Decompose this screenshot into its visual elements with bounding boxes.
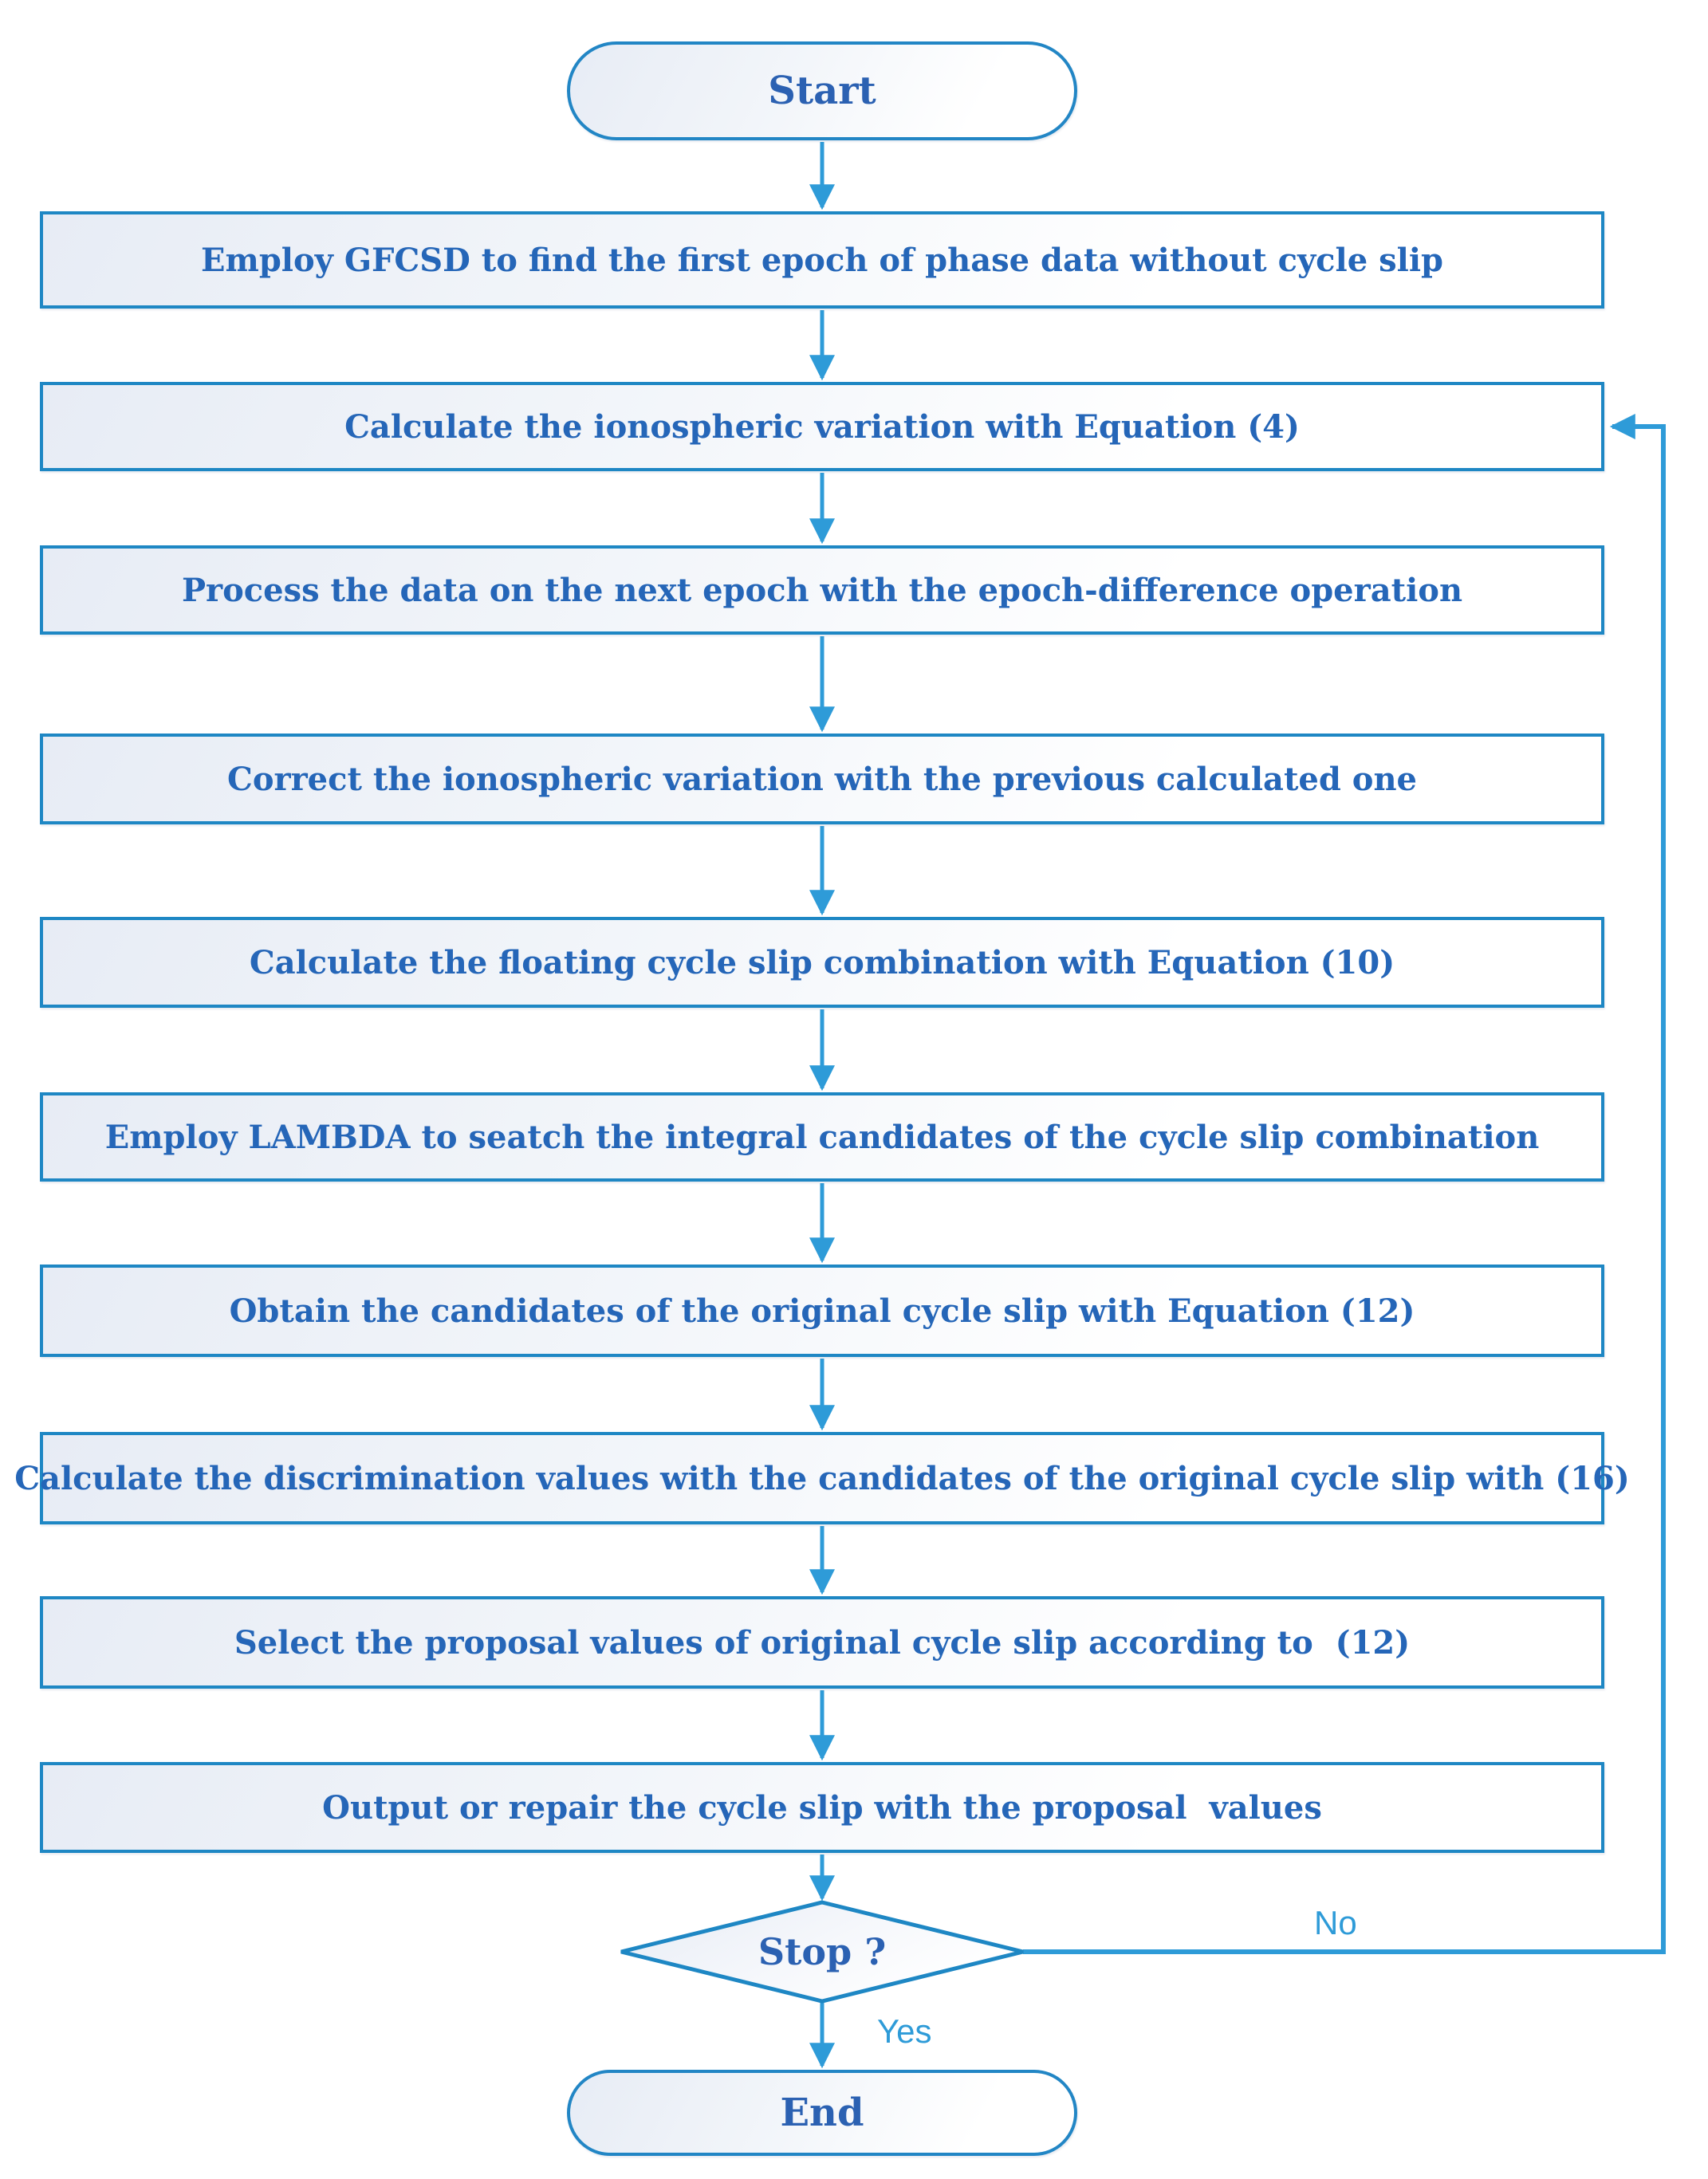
process-step-4: Correct the ionospheric variation with t…: [40, 734, 1604, 824]
branch-label-yes: Yes: [877, 2012, 932, 2050]
decision-label: Stop ?: [758, 1930, 887, 1973]
arrow-decision-no-loop-to-step2: [1023, 414, 1666, 1954]
process-step-5: Calculate the floating cycle slip combin…: [40, 917, 1604, 1008]
process-step-10: Output or repair the cycle slip with the…: [40, 1762, 1604, 1853]
process-step-7: Obtain the candidates of the original cy…: [40, 1265, 1604, 1357]
branch-label-no: No: [1314, 1904, 1357, 1941]
end-node: End: [567, 2070, 1077, 2156]
process-step-6: Employ LAMBDA to seatch the integral can…: [40, 1092, 1604, 1182]
process-step-8: Calculate the discrimination values with…: [14, 1432, 1630, 1524]
process-step-9: Select the proposal values of original c…: [40, 1596, 1604, 1689]
process-step-1: Employ GFCSD to find the first epoch of …: [40, 211, 1604, 309]
process-step-3: Process the data on the next epoch with …: [40, 545, 1604, 635]
process-step-2: Calculate the ionospheric variation with…: [40, 382, 1604, 471]
start-node: Start: [567, 41, 1077, 140]
decision-diamond: [620, 1900, 1024, 2004]
